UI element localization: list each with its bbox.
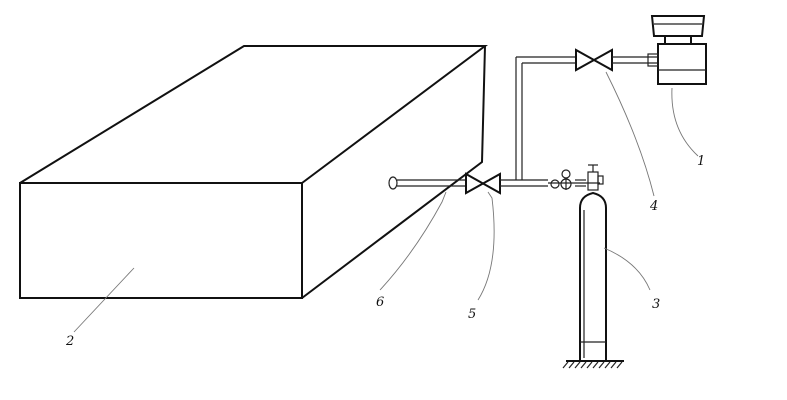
upper-valve-left-wing (575, 48, 597, 72)
gauge-top-icon (561, 169, 571, 179)
leader-6 (379, 191, 447, 291)
upper-valve (575, 48, 613, 72)
device-unit (647, 15, 707, 85)
floor-hatch-mark (592, 361, 599, 369)
floor-hatch-mark (604, 361, 611, 369)
upper-pipe (612, 56, 658, 64)
floor-hatch-mark (598, 361, 605, 369)
floor-hatch-mark (574, 361, 581, 369)
lower-valve (465, 172, 501, 195)
cylinder-valve-head (587, 164, 604, 191)
floor-hatch-mark (580, 361, 587, 369)
chamber-top-face (19, 45, 489, 184)
lower-pipe (500, 179, 548, 187)
floor-hatch-mark (586, 361, 593, 369)
leader-2 (73, 267, 135, 333)
device-body (657, 43, 707, 85)
label-3: 3 (652, 297, 660, 312)
floor-hatch-mark (610, 361, 617, 369)
floor-hatching (562, 361, 623, 369)
leader-4 (605, 71, 655, 197)
cylinder-body (579, 191, 607, 360)
lower-valve-right-wing (480, 172, 501, 195)
device-hopper (650, 15, 706, 37)
cylinder-valve-outlet (597, 175, 604, 185)
chamber-side-face (301, 45, 486, 299)
nozzle-pipe (388, 176, 465, 190)
leader-3 (603, 247, 651, 291)
gas-cylinder (566, 191, 624, 362)
lower-valve-left-wing (465, 172, 486, 195)
floor-hatch-mark (616, 361, 623, 369)
riser-pipe (515, 56, 575, 180)
device-neck (664, 35, 692, 45)
label-1: 1 (697, 154, 705, 169)
cylinder-valve-body (587, 171, 599, 191)
floor-hatch-mark (562, 361, 569, 369)
nozzle-tip (388, 176, 398, 190)
label-4: 4 (649, 199, 658, 214)
label-5: 5 (468, 307, 476, 322)
floor-hatch-mark (568, 361, 575, 369)
leader-5 (477, 191, 495, 301)
label-6: 6 (376, 295, 384, 310)
leader-lines (73, 71, 699, 333)
chamber-box (19, 45, 489, 299)
upper-valve-right-wing (591, 48, 613, 72)
device-inlet (647, 53, 659, 67)
regulator (548, 169, 600, 190)
leader-1 (671, 87, 699, 157)
chamber-front-face (19, 182, 303, 299)
label-2: 2 (65, 334, 74, 349)
gauge-left-icon (550, 179, 560, 189)
